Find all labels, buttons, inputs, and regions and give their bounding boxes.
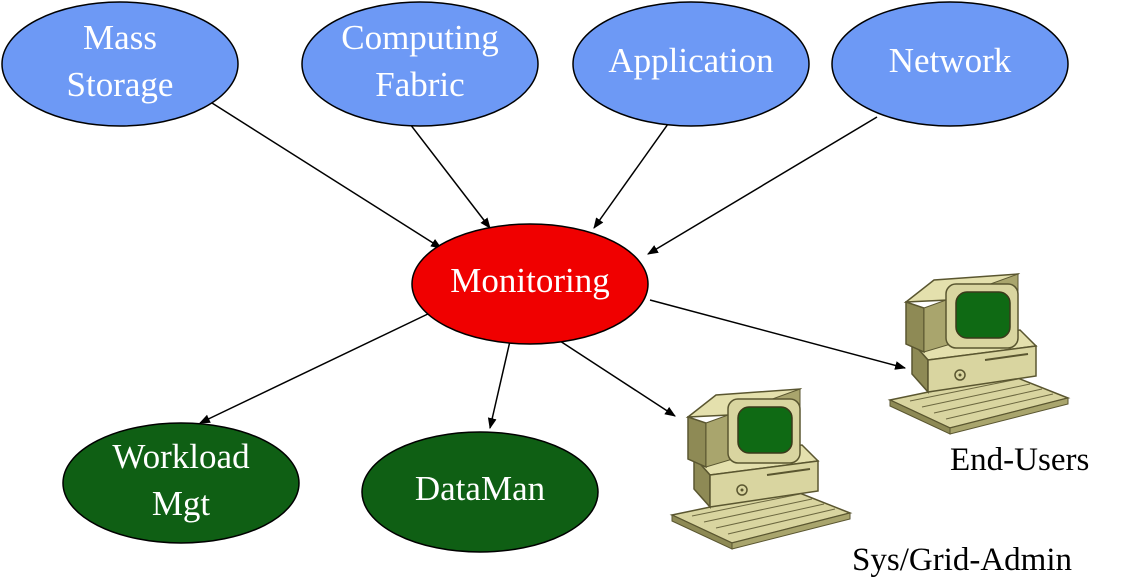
edge-monitoring-to-dataman bbox=[487, 340, 511, 430]
node-workload-mgt-line1: Workload bbox=[112, 437, 250, 476]
edge-monitoring-to-sysadmin bbox=[559, 340, 676, 417]
node-mass-storage-shape bbox=[1, 1, 239, 127]
node-workload-mgt-shape bbox=[62, 422, 300, 544]
node-computing-fabric: Computing Fabric bbox=[301, 1, 539, 127]
computer-icon bbox=[671, 388, 851, 550]
node-computing-fabric-shape bbox=[301, 1, 539, 127]
node-application-label: Application bbox=[608, 41, 773, 80]
node-application-shape bbox=[572, 1, 810, 127]
computer-icon bbox=[889, 273, 1069, 435]
node-monitoring-shape bbox=[411, 223, 649, 345]
node-computing-fabric-line2: Fabric bbox=[375, 65, 464, 104]
node-dataman: DataMan bbox=[361, 431, 599, 553]
node-dataman-label: DataMan bbox=[415, 469, 545, 508]
node-network-shape bbox=[831, 1, 1069, 127]
node-workload-mgt-line2: Mgt bbox=[152, 484, 211, 523]
node-application: Application bbox=[572, 1, 810, 127]
node-network-label: Network bbox=[889, 41, 1012, 80]
edges bbox=[199, 102, 907, 430]
edge-monitoring-to-workload bbox=[199, 311, 433, 424]
edge-network-to-monitoring bbox=[647, 116, 878, 255]
node-mass-storage: Mass Storage bbox=[1, 1, 239, 127]
node-workload-mgt: Workload Mgt bbox=[62, 422, 300, 544]
edge-application-to-monitoring bbox=[593, 123, 669, 229]
node-network: Network bbox=[831, 1, 1069, 127]
edge-monitoring-to-endusers bbox=[649, 299, 907, 370]
sys-grid-admin-label: Sys/Grid-Admin bbox=[852, 542, 1072, 578]
edge-computing-fabric-to-monitoring bbox=[409, 123, 491, 229]
node-computing-fabric-line1: Computing bbox=[341, 18, 499, 57]
node-dataman-shape bbox=[361, 431, 599, 553]
edge-mass-storage-to-monitoring bbox=[211, 102, 442, 249]
node-monitoring-label: Monitoring bbox=[450, 261, 609, 300]
end-users-label: End-Users bbox=[950, 442, 1089, 478]
node-mass-storage-line2: Storage bbox=[67, 65, 174, 104]
node-monitoring: Monitoring bbox=[411, 223, 649, 345]
node-mass-storage-line1: Mass bbox=[83, 18, 157, 57]
